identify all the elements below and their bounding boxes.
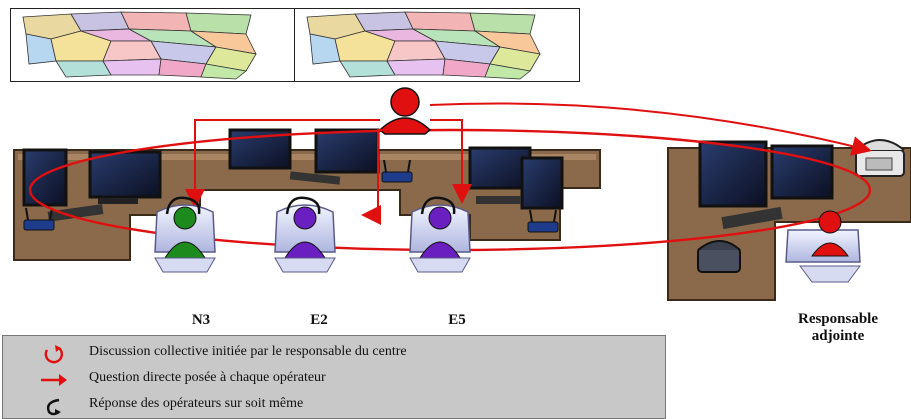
operator-label-e5: E5	[448, 312, 466, 328]
legend-row: Question directe posée à chaque opérateu…	[3, 368, 663, 390]
deputy-label-line2: adjointe	[811, 328, 865, 344]
direct-question-arrows	[185, 102, 872, 225]
monitor-icon	[698, 140, 834, 230]
straight-arrow-red-icon	[41, 374, 67, 386]
monitor-icon	[468, 146, 564, 210]
legend-text: Discussion collective initiée par le res…	[89, 344, 407, 359]
operator-label-e2: E2	[310, 312, 328, 328]
curved-arrow-black-icon	[46, 398, 61, 416]
legend-text: Question directe posée à chaque opérateu…	[89, 370, 326, 385]
legend-text: Réponse des opérateurs sur soit même	[89, 396, 304, 411]
deputy-label-line1: Responsable	[797, 311, 879, 327]
legend-row: Discussion collective initiée par le res…	[3, 342, 663, 364]
operator-label-n3: N3	[191, 312, 211, 328]
router-icon	[23, 207, 55, 231]
legend-panel: Discussion collective initiée par le res…	[2, 335, 666, 419]
operator-figure-e2	[274, 196, 336, 273]
deputy-figure	[785, 210, 861, 283]
operator-figure-e5	[409, 196, 471, 273]
router-icon	[527, 209, 559, 233]
region-map-left	[10, 8, 296, 82]
desk-phone-icon	[855, 139, 905, 177]
legend-row: Réponse des opérateurs sur soit même	[3, 394, 663, 416]
desk-phone-icon	[697, 240, 741, 273]
chief-figure	[378, 87, 432, 135]
deputy-label: Responsable adjointe	[778, 311, 898, 345]
router-icon	[381, 159, 413, 183]
operator-figure-n3	[154, 196, 216, 273]
region-map-right	[294, 8, 580, 82]
circular-arrow-red-icon	[44, 345, 64, 364]
